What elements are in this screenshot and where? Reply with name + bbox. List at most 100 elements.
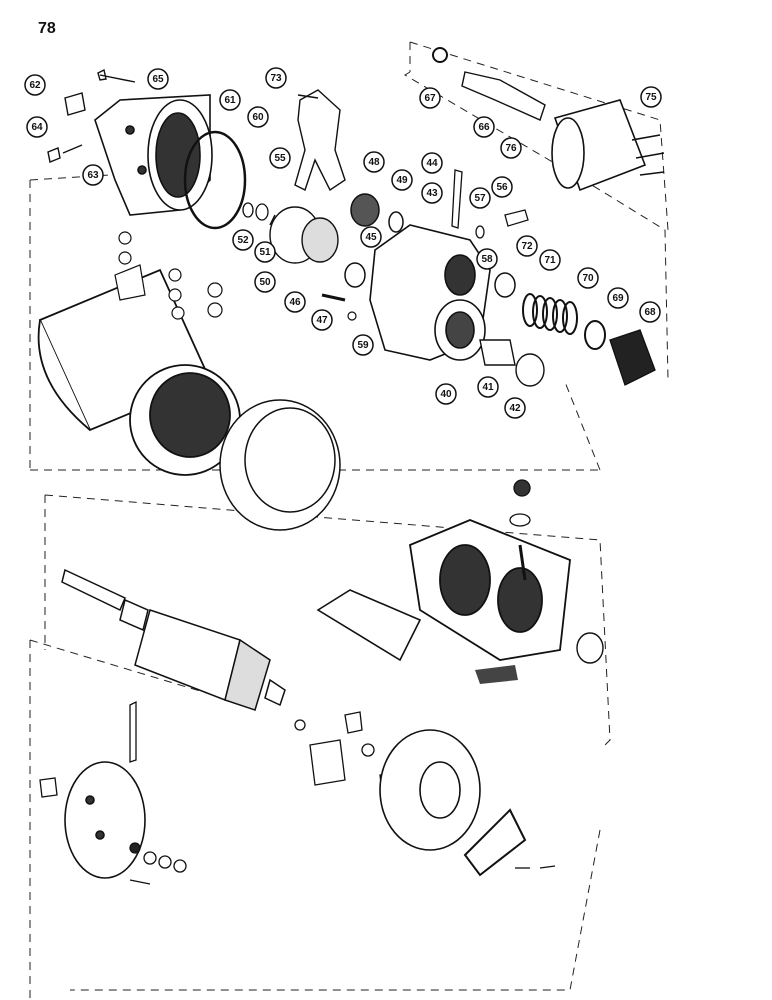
callout-label: 73 (270, 73, 282, 84)
callout-69: 69 (607, 287, 629, 309)
callout-label: 72 (521, 241, 533, 252)
callout-label: 64 (31, 122, 43, 133)
end-plate (64, 761, 146, 879)
washer-45 (344, 262, 366, 288)
ring-57 (475, 225, 485, 239)
bottom-hardware (129, 842, 556, 885)
field-frame (37, 268, 241, 476)
callout-52: 52 (232, 229, 254, 251)
callout-circle (269, 147, 291, 169)
pin-43 (451, 169, 463, 229)
field-coils (409, 519, 571, 661)
callout-label: 75 (645, 92, 657, 103)
washers-51-52 (242, 202, 269, 221)
callout-label: 49 (396, 175, 408, 186)
solenoid (551, 99, 665, 192)
armature (61, 568, 286, 711)
coil-terminals (509, 479, 531, 527)
callout-71: 71 (539, 249, 561, 271)
callout-label: 40 (440, 389, 452, 400)
callout-label: 45 (365, 232, 377, 243)
callout-label: 55 (274, 153, 286, 164)
ring-49 (388, 211, 404, 233)
callout-58: 58 (476, 248, 498, 270)
callout-circle (473, 116, 495, 138)
callout-49: 49 (391, 169, 413, 191)
callout-65: 65 (147, 68, 169, 90)
callout-circle (219, 89, 241, 111)
callout-circle (477, 376, 499, 398)
pole-shoe (316, 589, 422, 662)
callout-label: 70 (582, 273, 594, 284)
bushing-end (39, 777, 58, 798)
cover-band (219, 399, 341, 531)
callout-circle (26, 116, 48, 138)
callout-label: 46 (289, 297, 301, 308)
callout-label: 52 (237, 235, 249, 246)
callout-circle (391, 169, 413, 191)
brush-parts (129, 700, 398, 793)
callout-44: 44 (421, 152, 443, 174)
callout-circle (254, 271, 276, 293)
callout-label: 66 (478, 122, 490, 133)
callout-circle (232, 229, 254, 251)
o-ring (183, 130, 247, 230)
callout-label: 41 (482, 382, 494, 393)
callout-48: 48 (363, 151, 385, 173)
callout-62: 62 (24, 74, 46, 96)
callout-41: 41 (477, 376, 499, 398)
callout-59: 59 (352, 334, 374, 356)
callout-64: 64 (26, 116, 48, 138)
bushing-62 (64, 92, 86, 116)
bearing (350, 193, 380, 227)
pin-64-63 (47, 144, 83, 163)
bushing-41 (479, 339, 516, 366)
callout-circle (419, 87, 441, 109)
callout-label: 65 (152, 74, 164, 85)
callout-50: 50 (254, 271, 276, 293)
callout-47: 47 (311, 309, 333, 331)
callout-label: 43 (426, 188, 438, 199)
callout-circle (607, 287, 629, 309)
callout-circle (516, 235, 538, 257)
callout-circle (247, 106, 269, 128)
callout-label: 50 (259, 277, 271, 288)
callout-circle (352, 334, 374, 356)
callout-label: 42 (509, 403, 521, 414)
callout-label: 76 (505, 143, 517, 154)
callout-label: 51 (259, 247, 271, 258)
terminal-parts (114, 231, 223, 320)
callout-circle (363, 151, 385, 173)
callout-label: 57 (474, 193, 486, 204)
callout-circle (640, 86, 662, 108)
callout-51: 51 (254, 241, 276, 263)
plunger (461, 71, 546, 121)
pin-73 (297, 94, 319, 99)
callout-circle (469, 187, 491, 209)
callout-46: 46 (284, 291, 306, 313)
callout-label: 61 (224, 95, 236, 106)
clip (463, 808, 527, 877)
callout-circle (284, 291, 306, 313)
callout-63: 63 (82, 164, 104, 186)
callout-label: 67 (424, 93, 436, 104)
callout-66: 66 (473, 116, 495, 138)
callout-label: 63 (87, 170, 99, 181)
callout-76: 76 (500, 137, 522, 159)
callout-label: 44 (426, 158, 438, 169)
callout-circle (421, 182, 443, 204)
callout-43: 43 (421, 182, 443, 204)
callout-73: 73 (265, 67, 287, 89)
callout-75: 75 (640, 86, 662, 108)
callout-57: 57 (469, 187, 491, 209)
callout-56: 56 (491, 176, 513, 198)
callout-60: 60 (247, 106, 269, 128)
callout-circle (539, 249, 561, 271)
callout-circle (82, 164, 104, 186)
bolt-65 (97, 68, 136, 83)
callout-circle (476, 248, 498, 270)
end-housing (94, 94, 213, 216)
callout-circle (147, 68, 169, 90)
callout-label: 62 (29, 80, 41, 91)
